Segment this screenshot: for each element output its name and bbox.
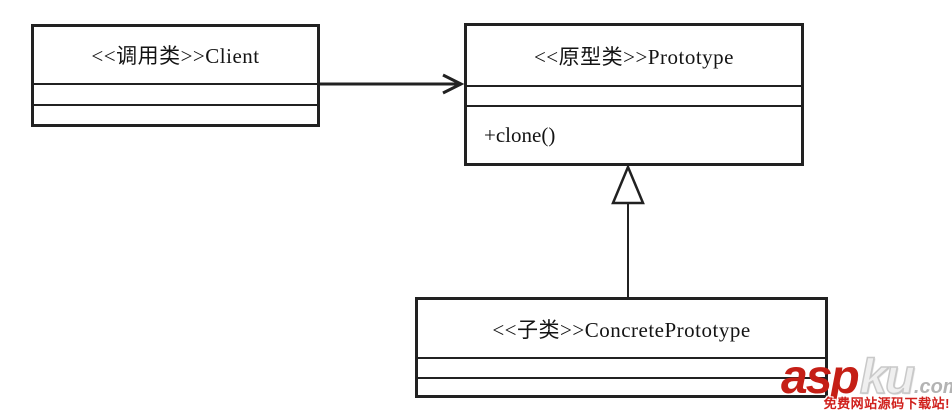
- class-title-concrete-prototype: <<子类>>ConcretePrototype: [492, 317, 751, 342]
- watermark-tagline: 免费网站源码下载站!: [823, 396, 950, 411]
- operations-compartment-client: [34, 104, 317, 124]
- operations-compartment-prototype: +clone(): [467, 105, 801, 163]
- attributes-compartment-prototype: [467, 85, 801, 105]
- association-open-arrowhead-icon: [442, 73, 465, 95]
- generalization-hollow-triangle-icon: [611, 163, 645, 205]
- watermark-brand-tld: .com: [913, 376, 952, 398]
- operations-compartment-concrete-prototype: [418, 377, 825, 395]
- operation-clone: +clone(): [484, 122, 556, 147]
- class-box-prototype: <<原型类>>Prototype +clone(): [464, 23, 804, 166]
- class-title-client: <<调用类>>Client: [91, 44, 260, 68]
- attributes-compartment-client: [34, 83, 317, 104]
- watermark-logo: asp ku .com: [781, 350, 952, 404]
- class-box-client: <<调用类>>Client: [31, 24, 320, 127]
- class-title-prototype: <<原型类>>Prototype: [533, 44, 735, 69]
- watermark-brand-secondary: ku: [859, 350, 916, 404]
- class-box-concrete-prototype: <<子类>>ConcretePrototype: [415, 297, 828, 398]
- watermark-brand-primary: asp: [781, 351, 860, 404]
- attributes-compartment-concrete-prototype: [418, 357, 825, 377]
